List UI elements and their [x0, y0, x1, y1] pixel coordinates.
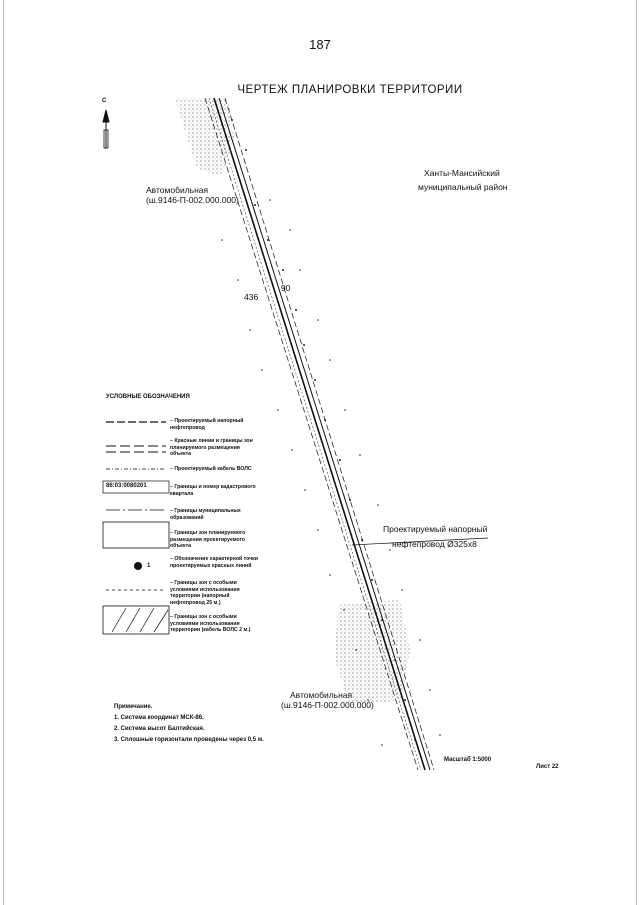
road-label-bottom-1: Автомобильная	[290, 690, 353, 700]
road-label-bottom-2: (ш.9146-П-002.000.000)	[281, 700, 374, 710]
map-scale: Масштаб 1:5000	[444, 757, 492, 763]
legend-item-fiber-cable: – Проектируемый кабель ВОЛС	[170, 466, 252, 472]
region-label-2: муниципальный район	[418, 182, 508, 192]
notes-title: Примечание.	[114, 704, 153, 710]
sheet-border-right	[636, 0, 637, 905]
survey-points	[221, 119, 441, 746]
legend-item-cable-protection: – Границы зон с особыми условиями исполь…	[170, 614, 251, 633]
legend-item-pipeline: – Проектируемый напорный нефтепровод	[170, 418, 244, 431]
marker-90: 90	[281, 283, 291, 293]
page-number: 187	[309, 37, 331, 52]
note-item: 3. Сплошные горизонтали проведены через …	[114, 737, 264, 743]
legend-title: УСЛОВНЫЕ ОБОЗНАЧЕНИЯ	[106, 394, 190, 400]
corridor-lines	[204, 97, 435, 771]
wetland-zone-top	[175, 98, 234, 176]
road-label-top-2: (ш.9146-П-002.000.000)	[146, 195, 239, 205]
legend-item-characteristic-point: – Обозначение характерной точки проектир…	[170, 556, 258, 569]
north-arrow-icon	[102, 109, 110, 149]
region-label-1: Ханты-Мансийский	[424, 168, 500, 178]
marker-436: 436	[244, 292, 259, 302]
sheet-border-left	[3, 0, 4, 905]
legend-item-cadastral: – Границы и номер кадастрового квартала	[170, 484, 256, 497]
north-label: С	[102, 98, 107, 104]
wetland-zone-bottom	[335, 600, 410, 705]
legend-item-municipal: – Границы муниципальных образований	[170, 508, 241, 521]
legend-item-red-lines: – Красные линии и границы зон планируемо…	[170, 438, 253, 457]
legend-item-pipeline-protection: – Границы зон с особыми условиями исполь…	[170, 580, 240, 606]
road-label-top-1: Автомобильная	[146, 185, 209, 195]
sheet-number: Лист 22	[536, 764, 559, 770]
notes-block: Примечание. 1. Система координат МСК-86.…	[114, 702, 264, 746]
note-item: 2. Система высот Балтийская.	[114, 726, 205, 732]
legend-cadastral-code: 86:03:0080201	[106, 483, 147, 489]
pipeline-label-leader	[351, 537, 489, 546]
note-item: 1. Система координат МСК-86.	[114, 715, 204, 721]
legend-symbols	[102, 421, 170, 635]
pipeline-label-1: Проектируемый напорный	[383, 524, 488, 534]
page-title: ЧЕРТЕЖ ПЛАНИРОВКИ ТЕРРИТОРИИ	[237, 84, 463, 96]
legend-item-planned-zone: – Границы зон планируемого размещения пр…	[170, 530, 246, 549]
legend-point-number: 1	[147, 563, 151, 569]
pipeline-label-2: нефтепровод Ø325х8	[392, 539, 477, 549]
